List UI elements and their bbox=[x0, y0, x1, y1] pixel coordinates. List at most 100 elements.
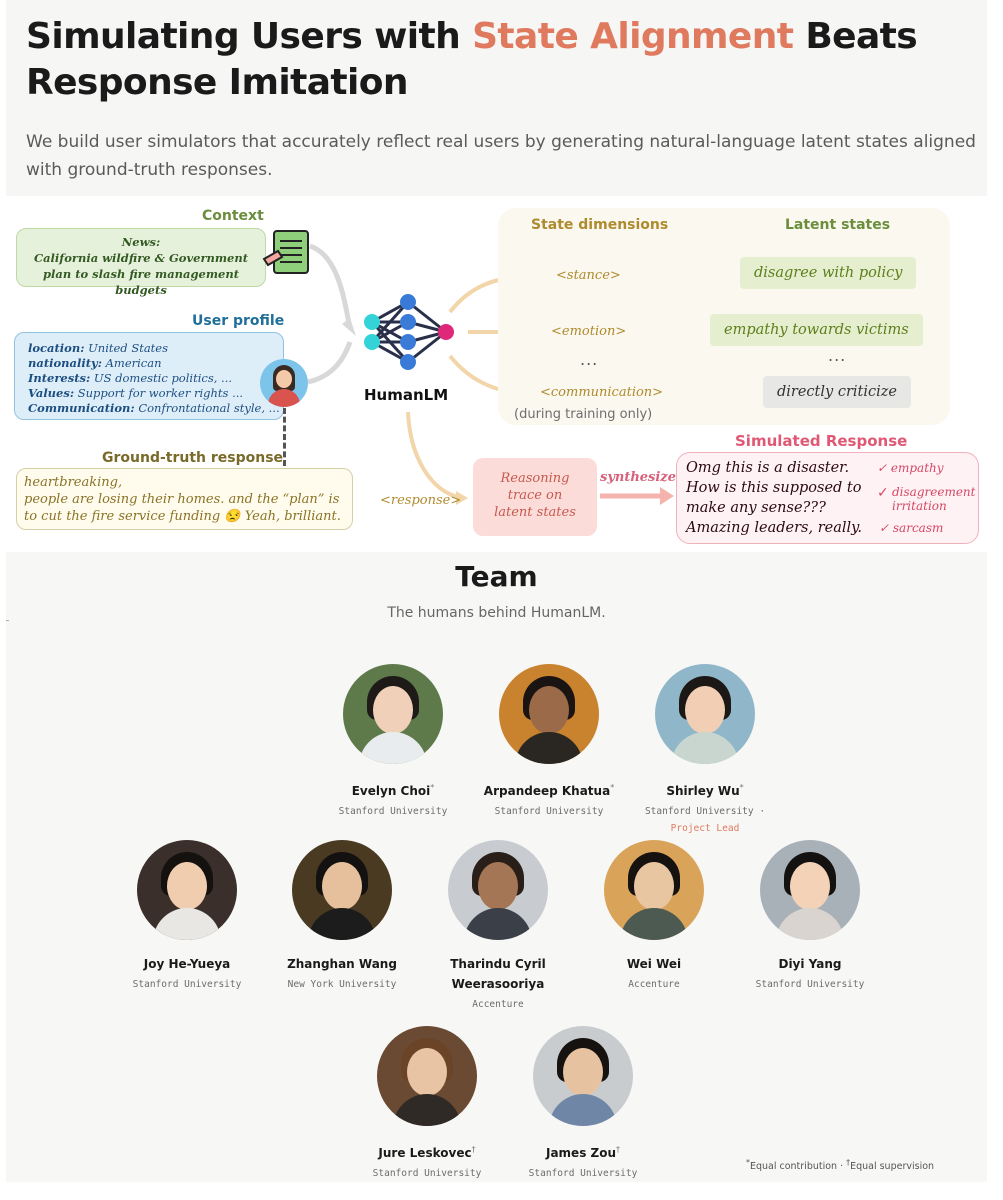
simulated-response-label: Simulated Response bbox=[735, 432, 908, 450]
avatar bbox=[448, 840, 548, 940]
member-name: Jure Leskovec† bbox=[378, 1145, 476, 1160]
member-card[interactable]: Zhanghan Wang New York University bbox=[257, 840, 427, 993]
profile-label: User profile bbox=[192, 313, 285, 329]
neural-network-icon bbox=[364, 294, 454, 370]
latent-stance: disagree with policy bbox=[740, 257, 917, 289]
context-line-1: News: bbox=[121, 235, 161, 249]
dimension-ellipsis: ... bbox=[580, 350, 599, 369]
member-card[interactable]: Shirley Wu* Stanford University ·Project… bbox=[620, 664, 790, 837]
member-affiliation: Stanford University ·Project Lead bbox=[644, 806, 766, 834]
member-name: Zhanghan Wang bbox=[287, 957, 397, 971]
latent-emotion: empathy towards victims bbox=[710, 314, 923, 346]
member-card[interactable]: James Zou† Stanford University bbox=[498, 1026, 668, 1182]
simulated-response-text: Omg this is a disaster. How is this supp… bbox=[686, 458, 886, 538]
profile-box bbox=[14, 332, 284, 420]
reasoning-line: latent states bbox=[494, 505, 576, 520]
gt-line: to cut the fire service funding 😒 Yeah, … bbox=[24, 509, 341, 524]
member-name: James Zou† bbox=[545, 1145, 620, 1160]
gt-line: people are losing their homes. and the “… bbox=[24, 492, 340, 507]
member-name: Joy He-Yueya bbox=[143, 957, 231, 971]
member-name: Arpandeep Khatua* bbox=[483, 783, 615, 798]
member-affiliation: Stanford University bbox=[132, 979, 242, 990]
overview-figure: Context News: California wildfire & Gove… bbox=[0, 196, 1003, 548]
reasoning-line: Reasoning bbox=[500, 471, 570, 486]
context-line-2: California wildfire & Government bbox=[33, 251, 249, 265]
footnote: *Equal contribution · †Equal supervision bbox=[746, 1158, 935, 1173]
model-name: HumanLM bbox=[364, 386, 449, 404]
member-card[interactable]: Diyi Yang Stanford University bbox=[725, 840, 895, 993]
member-card[interactable]: Arpandeep Khatua* Stanford University bbox=[464, 664, 634, 820]
context-text: News: California wildfire & Government p… bbox=[16, 234, 266, 298]
simulated-line: How is this supposed to bbox=[686, 480, 862, 496]
avatar bbox=[499, 664, 599, 764]
team-subtitle: The humans behind HumanLM. bbox=[387, 605, 606, 621]
ground-truth-box bbox=[16, 468, 353, 530]
member-card[interactable]: Wei Wei Accenture bbox=[569, 840, 739, 993]
profile-line: Values: Support for worker rights ... bbox=[28, 386, 244, 400]
context-line-3: plan to slash fire management budgets bbox=[42, 267, 240, 297]
latent-ellipsis: ... bbox=[828, 346, 847, 365]
avatar bbox=[137, 840, 237, 940]
member-affiliation: Stanford University bbox=[755, 979, 865, 990]
check-icon: ✓ bbox=[879, 521, 890, 535]
avatar bbox=[604, 840, 704, 940]
avatar bbox=[343, 664, 443, 764]
profile-line: location: United States bbox=[28, 341, 169, 355]
context-label: Context bbox=[202, 208, 264, 224]
avatar bbox=[377, 1026, 477, 1126]
member-role: Project Lead bbox=[670, 823, 740, 834]
training-note: (during training only) bbox=[514, 407, 653, 422]
reasoning-line: trace on bbox=[507, 488, 563, 503]
response-tag: <response> bbox=[380, 493, 462, 508]
reasoning-text: Reasoning trace on latent states bbox=[473, 470, 597, 521]
synthesize-label: synthesize bbox=[600, 470, 676, 485]
profile-text: location: United States nationality: Ame… bbox=[28, 341, 288, 416]
arrow-context-to-model bbox=[308, 243, 353, 329]
avatar bbox=[292, 840, 392, 940]
context-box bbox=[16, 228, 266, 287]
title-accent: State Alignment bbox=[472, 16, 794, 57]
page-subtitle: We build user simulators that accurately… bbox=[26, 132, 976, 180]
title-part1: Simulating Users with bbox=[26, 16, 473, 57]
member-card[interactable]: Jure Leskovec† Stanford University bbox=[342, 1026, 512, 1182]
dimension-communication: <communication> bbox=[540, 385, 664, 400]
team-section: Team The humans behind HumanLM. Evelyn C… bbox=[6, 552, 987, 1182]
latent-communication: directly criticize bbox=[763, 376, 911, 408]
member-card[interactable]: Joy He-Yueya Stanford University bbox=[102, 840, 272, 993]
member-affiliation: Accenture bbox=[628, 979, 680, 990]
dashed-connector bbox=[283, 408, 286, 466]
team-title: Team bbox=[455, 560, 538, 593]
state-dimensions-header: State dimensions bbox=[531, 217, 669, 233]
dimension-emotion: <emotion> bbox=[551, 324, 627, 339]
arrow-profile-to-model bbox=[307, 341, 353, 385]
gt-line: heartbreaking, bbox=[24, 475, 123, 490]
profile-line: Interests: US domestic politics, ... bbox=[28, 371, 232, 385]
member-name: Wei Wei bbox=[626, 957, 682, 971]
arrowhead-synthesize bbox=[660, 487, 674, 505]
member-affiliation: Stanford University bbox=[528, 1168, 638, 1179]
check-empathy: ✓ empathy bbox=[877, 461, 944, 475]
member-card[interactable]: Evelyn Choi* Stanford University bbox=[308, 664, 478, 820]
member-affiliation: Stanford University bbox=[338, 806, 448, 817]
member-name: Shirley Wu* bbox=[666, 783, 744, 798]
member-affiliation: Stanford University bbox=[494, 806, 604, 817]
member-affiliation: New York University bbox=[287, 979, 397, 990]
arrow-to-response bbox=[406, 411, 463, 500]
title-part2: Beats Response Imitation bbox=[26, 16, 918, 103]
simulated-response-box bbox=[676, 452, 979, 544]
simulated-line: Omg this is a disaster. bbox=[686, 460, 850, 476]
avatar bbox=[655, 664, 755, 764]
user-avatar-icon bbox=[260, 359, 308, 407]
edge-mark bbox=[6, 620, 9, 621]
check-sarcasm: ✓ sarcasm bbox=[879, 521, 944, 535]
ground-truth-text: heartbreaking, people are losing their h… bbox=[24, 474, 354, 525]
member-name: Evelyn Choi* bbox=[351, 783, 435, 798]
simulated-line: make any sense??? bbox=[686, 500, 826, 516]
member-name: Diyi Yang bbox=[778, 957, 842, 971]
arrowhead-context bbox=[342, 318, 356, 336]
avatar bbox=[533, 1026, 633, 1126]
member-affiliation: Stanford University bbox=[372, 1168, 482, 1179]
